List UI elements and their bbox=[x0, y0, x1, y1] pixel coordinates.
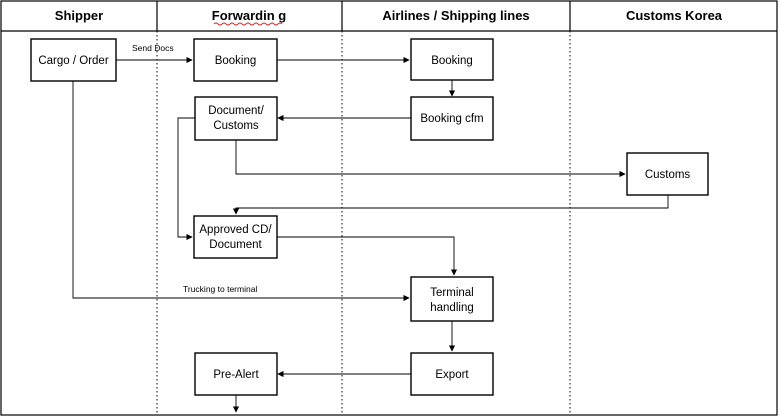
forwarding-booking-label: Booking bbox=[215, 55, 257, 67]
document-customs-label-line1: Document/ bbox=[208, 105, 264, 117]
booking-cfm-label: Booking cfm bbox=[420, 113, 483, 125]
approved-to-terminal-arrow bbox=[277, 236, 458, 276]
export-box: Export bbox=[410, 352, 494, 396]
approved-cd-box: Approved CD/ Document bbox=[193, 215, 278, 259]
terminal-handling-label-line2: handling bbox=[430, 302, 473, 314]
document-customs-box: Document/ Customs bbox=[194, 96, 278, 141]
trucking-label: Trucking to terminal bbox=[183, 284, 257, 294]
customs-box: Customs bbox=[626, 152, 709, 196]
export-label: Export bbox=[435, 369, 469, 381]
pre-alert-label: Pre-Alert bbox=[213, 369, 259, 381]
to-customs-arrow bbox=[235, 140, 626, 178]
airline-booking-box: Booking bbox=[410, 38, 494, 81]
booking-cfm-box: Booking cfm bbox=[410, 96, 494, 141]
customs-label: Customs bbox=[645, 169, 691, 181]
lane-header-forwarding: Forwardin g bbox=[212, 8, 286, 23]
cargo-order-label: Cargo / Order bbox=[38, 55, 108, 67]
forwarding-booking-box: Booking bbox=[193, 38, 278, 82]
send-docs-label: Send Docs bbox=[132, 43, 174, 53]
document-customs-label-line2: Customs bbox=[213, 120, 259, 132]
approved-cd-label-line2: Document bbox=[209, 239, 262, 251]
lane-header-shipper: Shipper bbox=[55, 8, 103, 23]
terminal-handling-box: Terminal handling bbox=[410, 276, 494, 322]
approved-cd-label-line1: Approved CD/ bbox=[199, 224, 272, 236]
spellcheck-underline bbox=[213, 22, 283, 26]
cargo-order-box: Cargo / Order bbox=[30, 38, 117, 82]
customs-return-arrow bbox=[232, 195, 669, 215]
trucking-arrow bbox=[72, 81, 410, 302]
airline-booking-label: Booking bbox=[431, 55, 473, 67]
terminal-handling-label-line1: Terminal bbox=[430, 287, 473, 299]
document-to-approved-arrow bbox=[177, 117, 195, 241]
lane-header-customs-korea: Customs Korea bbox=[626, 8, 723, 23]
lane-header-airlines: Airlines / Shipping lines bbox=[382, 8, 529, 23]
pre-alert-box: Pre-Alert bbox=[194, 352, 278, 396]
